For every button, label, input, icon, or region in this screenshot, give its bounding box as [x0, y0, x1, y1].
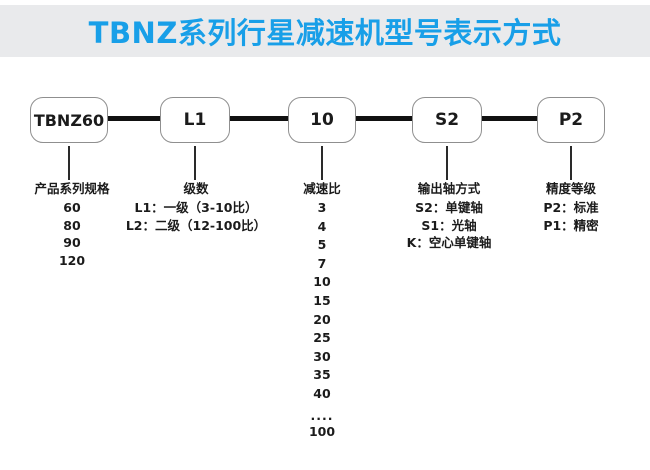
column-label: 产品系列规格: [34, 181, 110, 196]
column-label: 输出轴方式: [417, 181, 481, 196]
column-item: 3: [317, 200, 327, 215]
drop-line: [321, 146, 323, 180]
drop-line: [570, 146, 572, 180]
connector-line: [108, 116, 160, 121]
column-item: 25: [313, 330, 331, 346]
connector-line: [482, 116, 537, 121]
page-title: TBNZ系列行星减速机型号表示方式: [88, 16, 562, 50]
column-ratio: 减速比 3 4 5 7 10 15 20 25 30 35 40 .... 10…: [272, 181, 372, 441]
column-item: 15: [313, 292, 331, 308]
column-item: 80: [63, 217, 81, 233]
column-precision: 精度等级 P2：标准 P1：精密: [511, 181, 631, 234]
column-item: 100: [308, 423, 336, 439]
model-box-shaft: S2: [412, 97, 482, 143]
column-item: S2：单键轴: [415, 200, 483, 215]
column-item: 40: [313, 385, 331, 401]
column-item: 10: [313, 274, 331, 290]
drop-line: [68, 146, 70, 180]
column-item: 5: [317, 237, 327, 253]
column-item: 60: [63, 200, 81, 215]
column-item: 35: [313, 367, 331, 383]
header-bar: TBNZ系列行星减速机型号表示方式: [0, 5, 650, 57]
connector-line: [356, 116, 412, 121]
column-item: 30: [313, 348, 331, 364]
column-item: P2：标准: [543, 200, 599, 215]
column-item: P1：精密: [543, 217, 599, 233]
column-item: 7: [317, 255, 327, 271]
model-box-series: TBNZ60: [30, 97, 108, 143]
column-label: 级数: [183, 181, 209, 196]
model-box-ratio: 10: [288, 97, 356, 143]
column-item: 4: [317, 218, 327, 234]
column-item: 20: [313, 311, 331, 327]
column-item-ellipsis: ....: [310, 407, 334, 423]
model-box-precision: P2: [537, 97, 605, 143]
connector-line: [230, 116, 288, 121]
column-stage: 级数 L1：一级（3-10比） L2：二级（12-100比）: [111, 181, 281, 234]
model-box-stage: L1: [160, 97, 230, 143]
column-shaft: 输出轴方式 S2：单键轴 S1：光轴 K：空心单键轴: [389, 181, 509, 252]
column-item: L1：一级（3-10比）: [134, 200, 258, 215]
column-item: L2：二级（12-100比）: [125, 217, 267, 233]
column-item: 90: [63, 235, 81, 250]
column-label: 精度等级: [545, 181, 596, 196]
column-series: 产品系列规格 60 80 90 120: [12, 181, 132, 269]
drop-line: [446, 146, 448, 180]
column-item: 120: [58, 252, 86, 268]
column-item: K：空心单键轴: [406, 235, 492, 250]
drop-line: [194, 146, 196, 180]
column-label: 减速比: [303, 181, 341, 196]
column-item: S1：光轴: [421, 217, 477, 233]
